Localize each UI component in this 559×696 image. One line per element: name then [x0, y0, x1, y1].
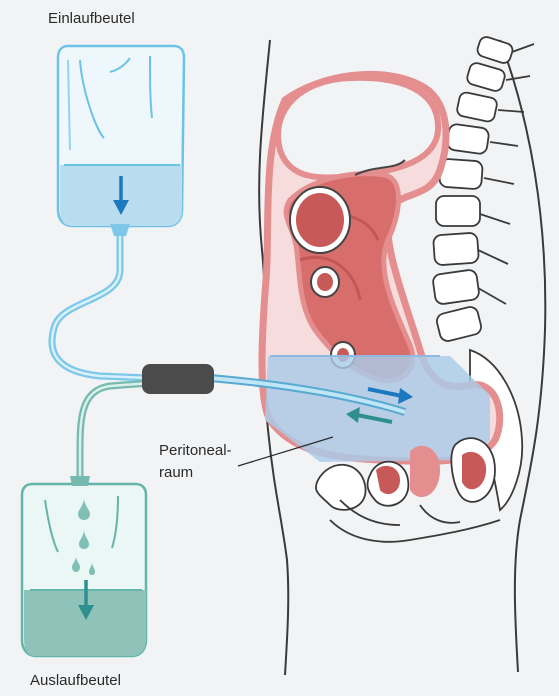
- back-outline: [500, 40, 545, 672]
- inflow-bag-label: Einlaufbeutel: [48, 9, 135, 28]
- cavity-label-line2: raum: [159, 463, 193, 482]
- stomach: [278, 78, 438, 178]
- cavity-label-line1: Peritoneal-: [159, 441, 232, 460]
- inflow-tube: [52, 228, 150, 378]
- tube-connector: [142, 364, 214, 394]
- outflow-bag: [22, 476, 146, 656]
- outflow-bag-label: Auslaufbeutel: [30, 671, 121, 690]
